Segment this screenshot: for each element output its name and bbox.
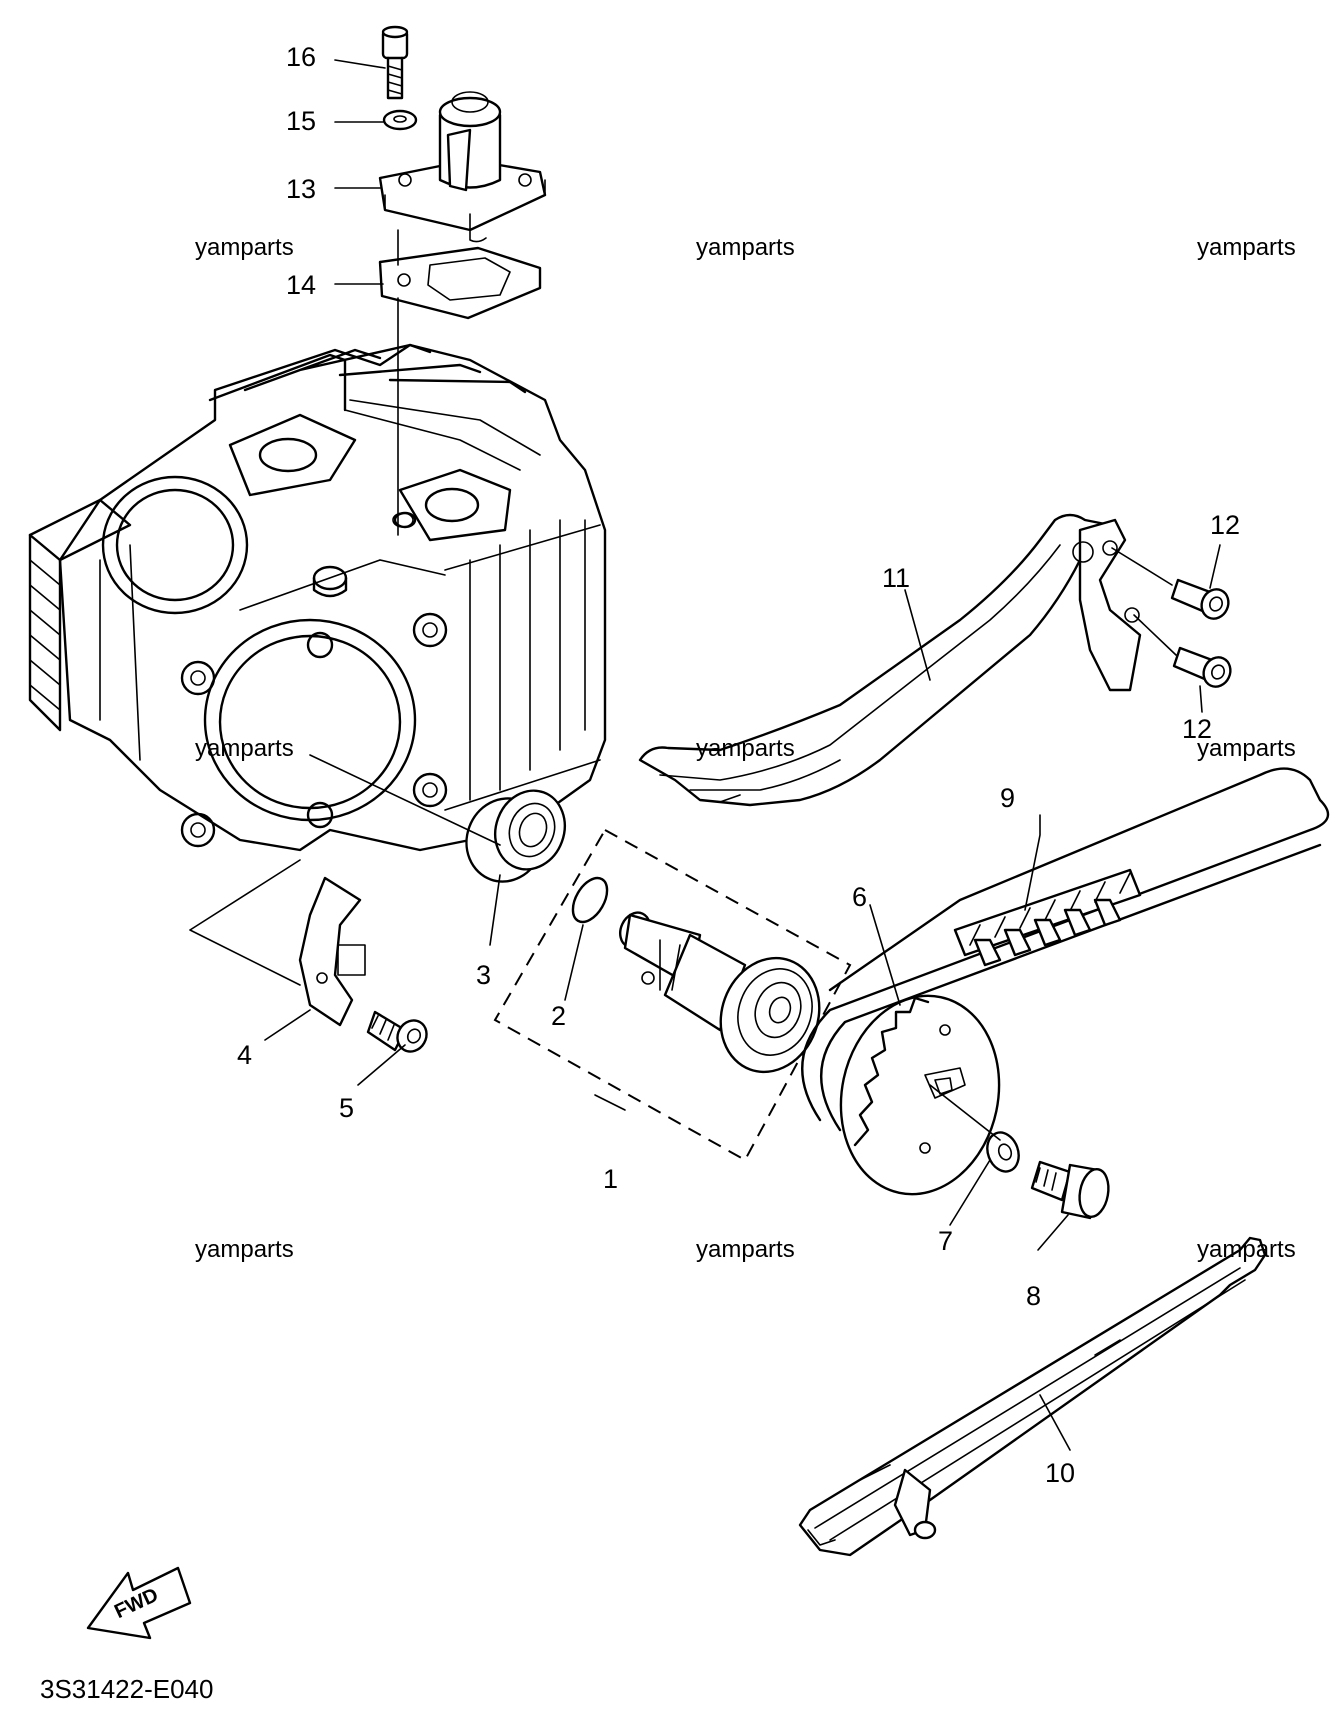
part-label-14: 14 — [286, 270, 317, 300]
bearing-3 — [465, 789, 566, 883]
part-label-10: 10 — [1045, 1458, 1076, 1488]
washer-15 — [382, 109, 418, 131]
bolt-12-lower — [1172, 646, 1232, 688]
chain-guide-10 — [798, 1236, 1267, 1557]
chain-guide-11 — [638, 513, 1142, 807]
leader-lines — [264, 59, 1221, 1451]
part-label-6: 6 — [852, 882, 868, 912]
plate-4 — [298, 876, 366, 1027]
bolt-16 — [381, 25, 409, 100]
washer-7 — [986, 1131, 1020, 1173]
watermark: yamparts — [195, 234, 294, 261]
part-label-12-lower: 12 — [1182, 714, 1213, 744]
watermark: yamparts — [1197, 1236, 1296, 1263]
camshaft-kit-box — [493, 828, 852, 1162]
watermark: yamparts — [1197, 234, 1296, 261]
part-label-12-upper: 12 — [1210, 510, 1241, 540]
watermark: yamparts — [696, 735, 795, 762]
assembly-axis-bearing — [309, 754, 501, 846]
bolt-8 — [1030, 1160, 1110, 1220]
cylinder-head — [28, 343, 607, 852]
bolt-5 — [366, 1010, 428, 1053]
assembly-axis-bolts-12 — [1111, 547, 1177, 656]
part-label-2: 2 — [551, 1001, 567, 1031]
part-label-1: 1 — [603, 1164, 619, 1194]
watermark: yamparts — [696, 234, 795, 261]
watermark: yamparts — [195, 1236, 294, 1263]
watermark: yamparts — [696, 1236, 795, 1263]
watermark: yamparts — [1197, 735, 1296, 762]
part-label-13: 13 — [286, 174, 317, 204]
cam-sprocket-6 — [839, 994, 1001, 1196]
part-label-8: 8 — [1026, 1281, 1042, 1311]
o-ring-2 — [571, 876, 609, 924]
gasket-14 — [378, 246, 542, 320]
bolt-12-upper — [1170, 578, 1230, 620]
part-label-7: 7 — [938, 1226, 954, 1256]
part-label-15: 15 — [286, 106, 317, 136]
tensioner-13 — [378, 91, 547, 243]
assembly-axis-sprocket — [929, 1084, 1001, 1141]
part-label-4: 4 — [237, 1040, 253, 1070]
part-label-9: 9 — [1000, 783, 1016, 813]
watermark: yamparts — [195, 735, 294, 762]
camshaft-1 — [619, 911, 821, 1074]
diagram-code: 3S31422-E040 — [40, 1674, 214, 1704]
assembly-axis-plate — [189, 859, 301, 986]
fwd-arrow-icon: FWD — [86, 1566, 192, 1640]
part-label-5: 5 — [339, 1093, 355, 1123]
cam-chain-9 — [801, 767, 1330, 1132]
part-label-16: 16 — [286, 42, 317, 72]
part-label-3: 3 — [476, 960, 492, 990]
part-label-11: 11 — [882, 563, 911, 593]
